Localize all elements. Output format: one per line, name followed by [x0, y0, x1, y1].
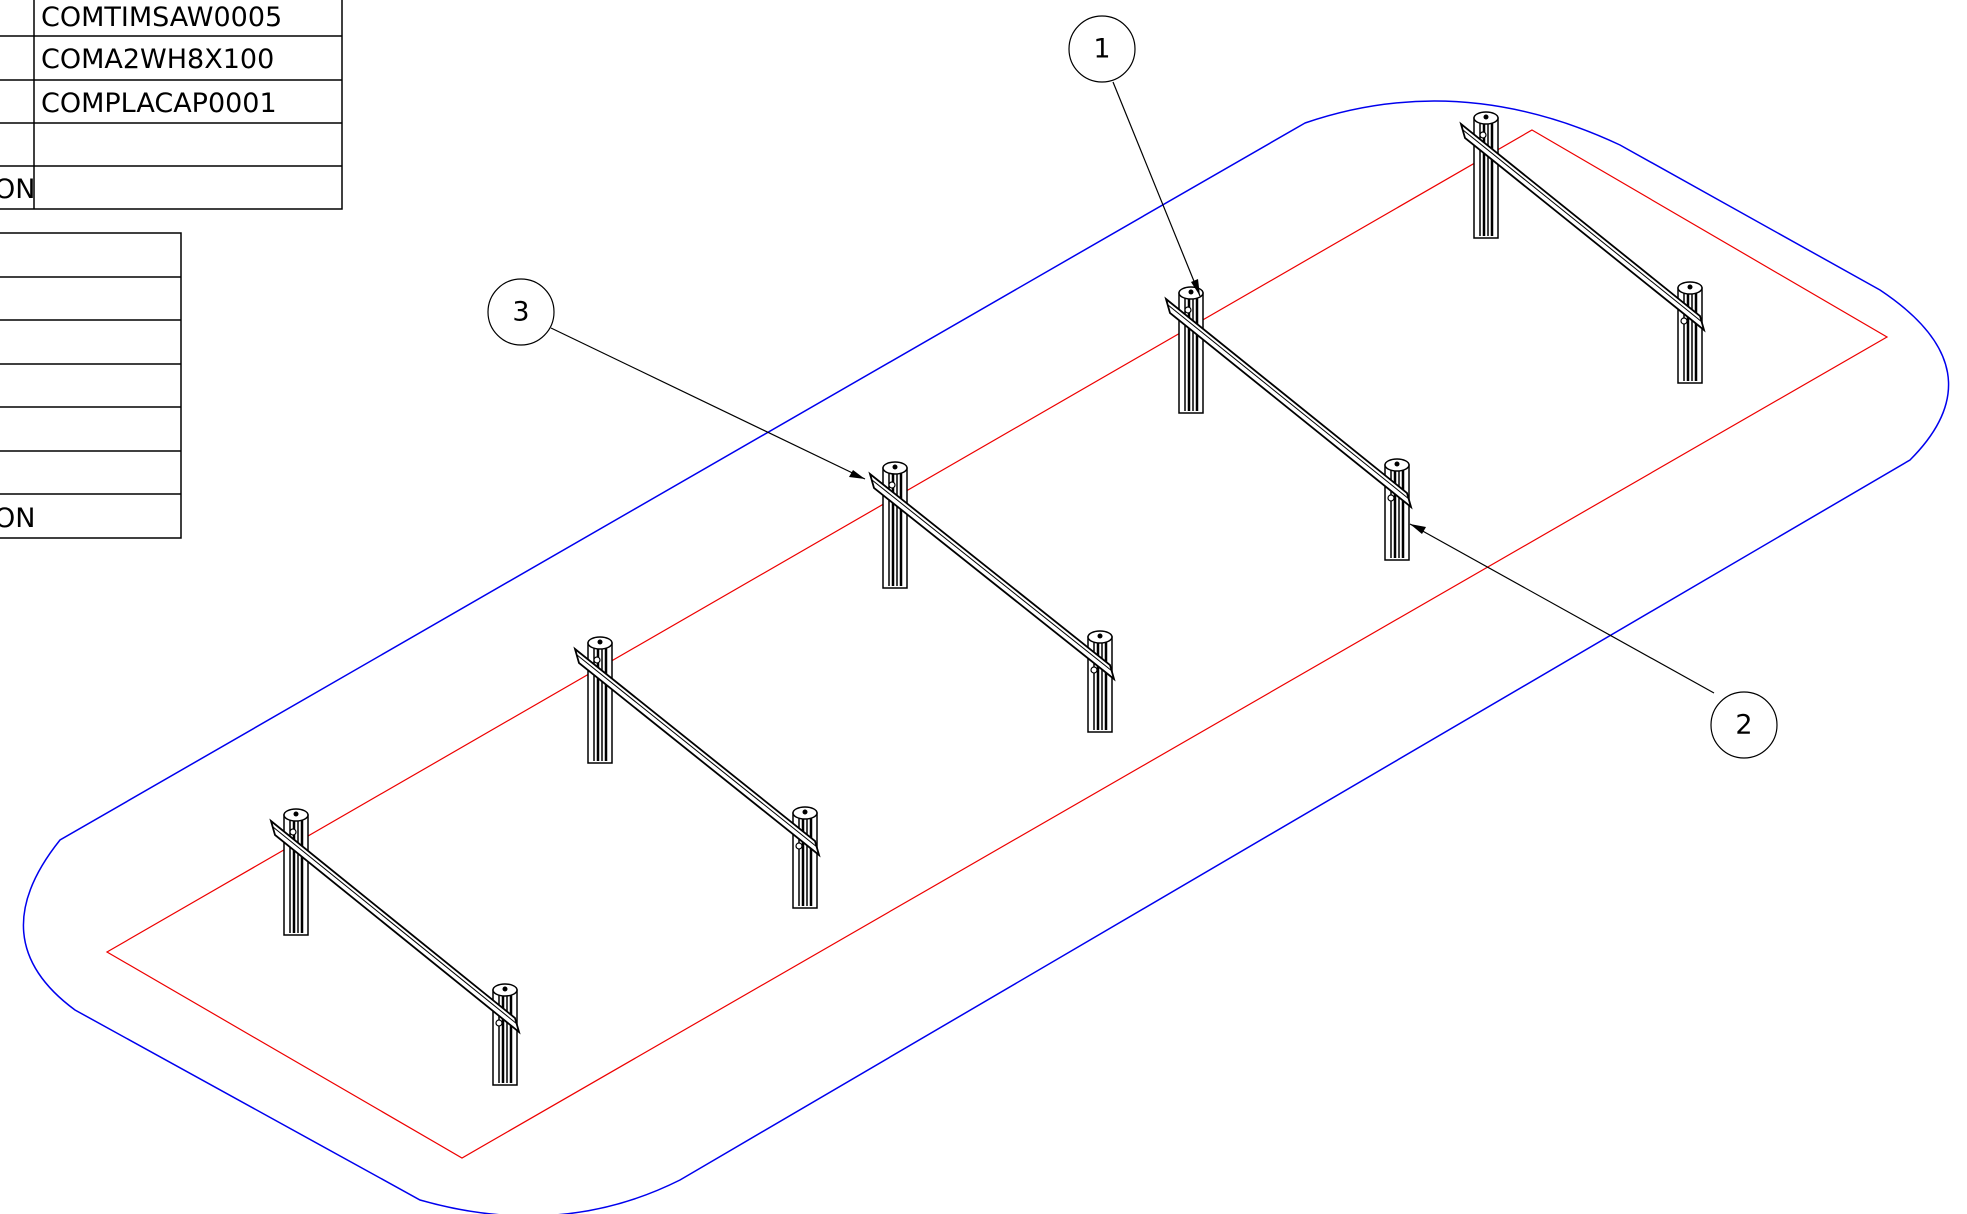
- frame-4-right-post: [1384, 458, 1410, 561]
- frame-3-right-post-bolt: [1097, 633, 1103, 639]
- frame-2-left-post-bolt: [597, 639, 603, 645]
- frame-3-left-post: [882, 461, 908, 589]
- balloon-1-label: 1: [1093, 34, 1110, 65]
- frame-5-left-post: [1473, 111, 1499, 239]
- frame-5-right-post-bolt: [1687, 284, 1693, 290]
- frame-5-left-post-bolt: [1483, 114, 1489, 120]
- balloon-3: 3: [487, 278, 555, 346]
- parts-table-code-2: COMA2WH8X100: [41, 44, 274, 75]
- frame-4: [1164, 286, 1413, 561]
- frames: [269, 111, 1706, 1086]
- parts-table-code-3: COMPLACAP0001: [41, 88, 277, 119]
- parts-table-code-1: COMTIMSAW0005: [41, 2, 282, 33]
- frame-4-left-post-bolt: [1188, 289, 1194, 295]
- balloon-1-circle: [1068, 15, 1136, 83]
- leader-arrow-2: [1410, 524, 1426, 534]
- frame-2-left-post: [587, 636, 613, 764]
- frame-4-crossbeam: [1164, 296, 1413, 510]
- frame-3-bolt-right: [1090, 666, 1098, 674]
- frame-5-crossbeam-edge: [1462, 129, 1703, 323]
- frame-3-left-post-bolt: [892, 464, 898, 470]
- frame-1-bolt-right: [495, 1019, 503, 1027]
- frame-2-crossbeam: [573, 646, 821, 858]
- frame-2-right-post: [792, 806, 818, 909]
- outer-boundary: [22, 100, 1950, 1214]
- parts-table: COMTIMSAW0005 COMA2WH8X100 COMPLACAP0001…: [0, 0, 343, 210]
- frame-3-right-post: [1087, 630, 1113, 733]
- frame-5-bolt-left: [1479, 131, 1487, 139]
- frame-4-right-post-bolt: [1394, 461, 1400, 467]
- frame-4-left-post: [1178, 286, 1204, 414]
- frame-1: [269, 808, 521, 1086]
- frame-1-right-post: [492, 983, 518, 1086]
- frame-2-right-post-bolt: [802, 809, 808, 815]
- leader-lines: [550, 81, 1715, 694]
- leader-line-2: [1409, 523, 1715, 694]
- frame-4-bolt-left: [1184, 306, 1192, 314]
- frame-4-crossbeam-edge: [1167, 304, 1410, 500]
- balloon-3-circle: [487, 278, 555, 346]
- leader-arrow-1: [1191, 279, 1200, 296]
- frame-5-bolt-right: [1680, 317, 1688, 325]
- frame-3-crossbeam: [868, 471, 1116, 682]
- balloon-2-circle: [1710, 691, 1778, 759]
- frame-1-right-post-bolt: [502, 986, 508, 992]
- frame-3: [868, 461, 1116, 733]
- secondary-table: ON: [0, 232, 182, 539]
- secondary-table-label-7: ON: [0, 503, 35, 534]
- balloon-2: 2: [1710, 691, 1778, 759]
- frame-5-crossbeam: [1459, 121, 1706, 333]
- inner-boundary: [105, 129, 1889, 1159]
- frame-5-right-post: [1677, 281, 1703, 384]
- leader-arrow-3: [849, 470, 865, 479]
- frame-2: [573, 636, 821, 909]
- frame-4-bolt-right: [1387, 494, 1395, 502]
- frame-2-bolt-left: [593, 656, 601, 664]
- secondary-table-border: [0, 232, 182, 539]
- balloon-1: 1: [1068, 15, 1136, 83]
- frame-2-bolt-right: [795, 842, 803, 850]
- frame-1-bolt-left: [289, 828, 297, 836]
- frame-5: [1459, 111, 1706, 384]
- frame-1-crossbeam: [269, 818, 521, 1035]
- frame-3-bolt-left: [888, 481, 896, 489]
- frame-1-crossbeam-edge: [272, 826, 518, 1025]
- balloon-3-label: 3: [512, 297, 529, 328]
- balloon-2-label: 2: [1735, 710, 1752, 741]
- parts-table-border: [0, 0, 343, 210]
- parts-table-label-5: ON: [0, 174, 35, 205]
- frame-3-crossbeam-edge: [871, 479, 1113, 672]
- leader-line-3: [550, 327, 866, 480]
- frame-1-left-post-bolt: [293, 811, 299, 817]
- frame-2-crossbeam-edge: [576, 654, 818, 848]
- frame-1-left-post: [283, 808, 309, 936]
- leader-line-1: [1112, 81, 1201, 297]
